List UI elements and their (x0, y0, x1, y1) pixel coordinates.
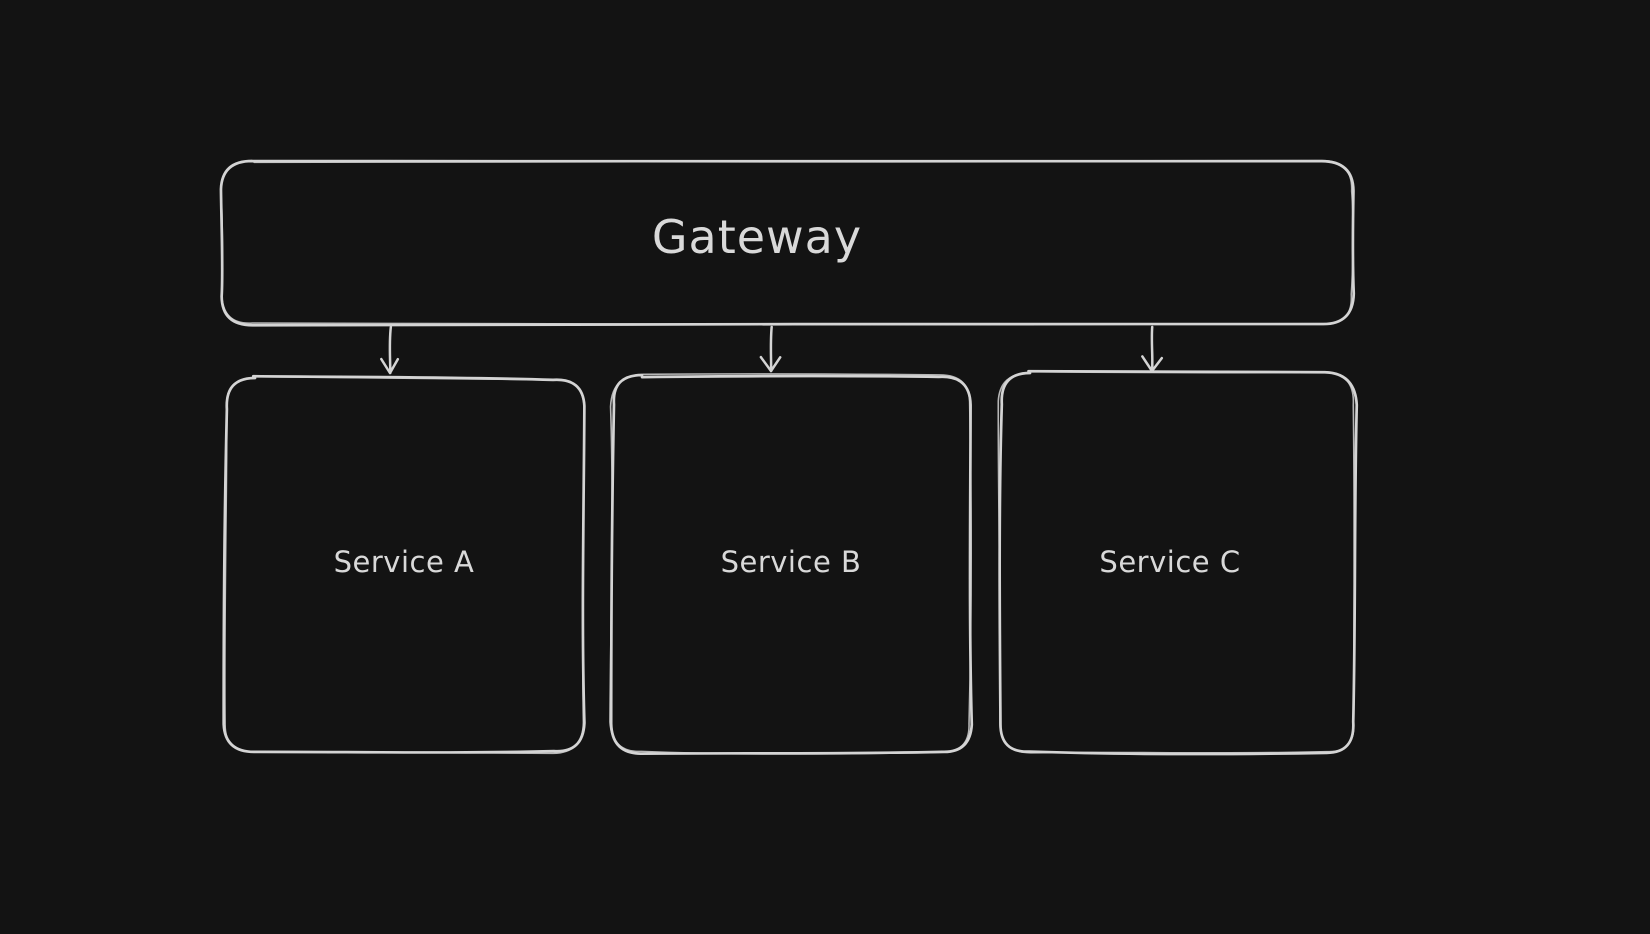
sketch-stroke (609, 373, 972, 755)
node-service-a[interactable] (222, 374, 586, 755)
node-label-service-b: Service B (720, 545, 862, 579)
sketch-stroke (220, 159, 1354, 326)
sketch-stroke (388, 325, 393, 375)
node-label-gateway: Gateway (651, 210, 863, 264)
sketch-stroke (380, 357, 400, 375)
arrow-gateway-to-service-a[interactable] (380, 325, 400, 375)
node-label-service-c: Service C (1099, 545, 1241, 579)
node-label-service-a: Service A (333, 545, 475, 579)
node-service-c[interactable] (997, 369, 1359, 756)
arrow-gateway-to-service-b[interactable] (759, 325, 782, 373)
sketch-stroke (769, 325, 773, 373)
sketch-stroke (224, 375, 585, 755)
arrow-gateway-to-service-c[interactable] (1141, 325, 1164, 373)
sketch-stroke (759, 355, 782, 373)
sketch-stroke (1141, 355, 1164, 373)
node-gateway[interactable] (219, 159, 1356, 327)
node-service-b[interactable] (609, 373, 974, 756)
sketch-stroke (997, 370, 1355, 754)
